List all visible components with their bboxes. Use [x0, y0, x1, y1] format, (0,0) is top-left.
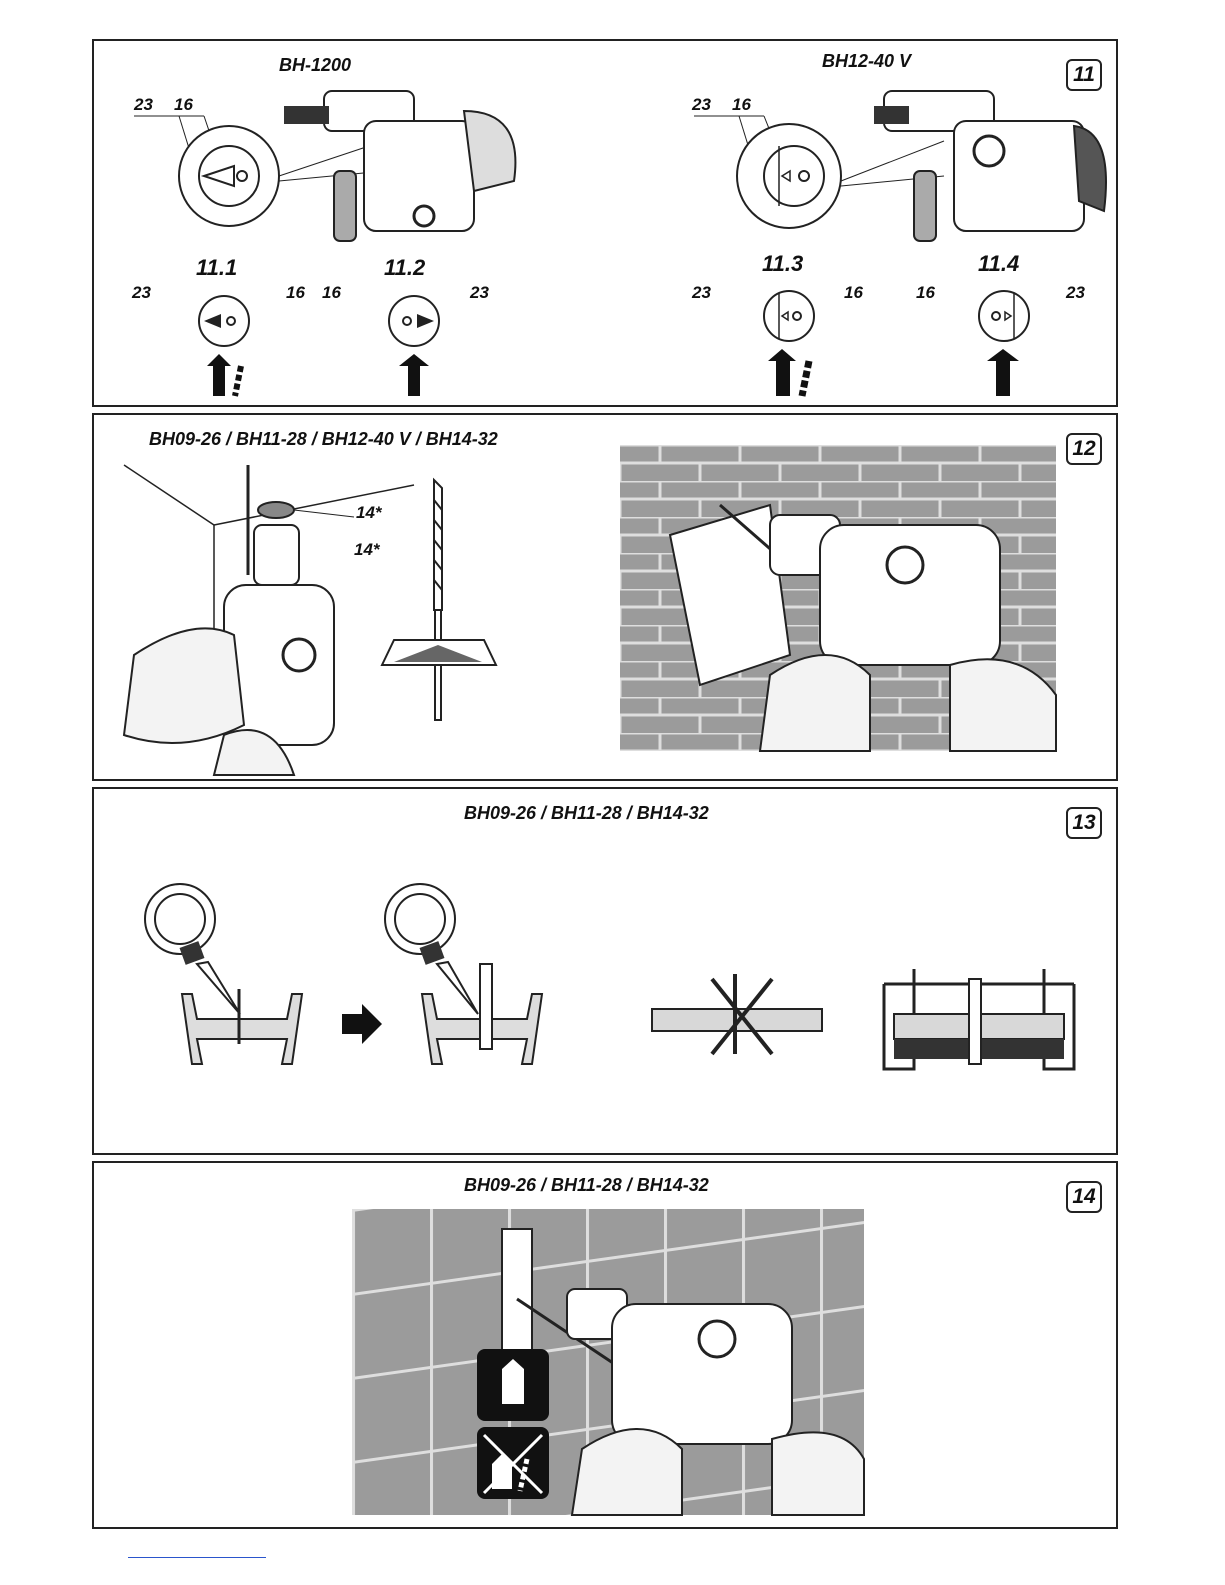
figure-number-badge: 14	[1066, 1181, 1102, 1213]
tile-drilling-illustration	[352, 1209, 864, 1515]
callout-16: 16	[286, 283, 305, 303]
model-label-left: BH-1200	[279, 55, 351, 76]
callout-23: 23	[692, 283, 711, 303]
model-label-right: BH12-40 V	[822, 51, 911, 72]
model-label: BH09-26 / BH11-28 / BH12-40 V / BH14-32	[149, 429, 498, 450]
bh1200-drill-illustration	[124, 101, 544, 251]
subfigure-label-11-3: 11.3	[762, 251, 803, 277]
callout-23: 23	[470, 283, 489, 303]
callout-16: 16	[916, 283, 935, 303]
model-label: BH09-26 / BH11-28 / BH14-32	[464, 1175, 709, 1196]
mode-selector-hammer-only-icon	[949, 291, 1059, 396]
figure-number-badge: 11	[1066, 59, 1102, 91]
wood-drilling-clamped-correct-illustration	[874, 969, 1084, 1079]
figure-number-badge: 12	[1066, 433, 1102, 465]
subfigure-label-11-1: 11.1	[196, 255, 237, 281]
wood-drilling-wrong-illustration	[652, 974, 822, 1064]
mode-selector-hammer-only-icon	[359, 296, 469, 396]
figure-number-badge: 13	[1066, 807, 1102, 839]
subfigure-label-11-2: 11.2	[384, 255, 425, 281]
callout-23: 23	[1066, 283, 1085, 303]
model-label: BH09-26 / BH11-28 / BH14-32	[464, 803, 709, 824]
footer-divider	[128, 1557, 266, 1558]
callout-16: 16	[322, 283, 341, 303]
figure-panel-11: 11 BH-1200 BH12-40 V 23 16 23 16	[92, 39, 1118, 407]
drill-bit-with-dust-cap-illustration	[364, 480, 514, 725]
oiling-metal-beam-illustration	[142, 884, 602, 1084]
bh1240-drill-illustration	[684, 101, 1104, 251]
mode-selector-hammer-drill-icon	[169, 296, 279, 396]
figure-panel-14: 14 BH09-26 / BH11-28 / BH14-32	[92, 1161, 1118, 1529]
wall-drilling-brick-illustration	[620, 445, 1056, 751]
mode-selector-hammer-drill-icon	[734, 291, 844, 396]
figure-panel-12: 12 BH09-26 / BH11-28 / BH12-40 V / BH14-…	[92, 413, 1118, 781]
figure-panel-13: 13 BH09-26 / BH11-28 / BH14-32	[92, 787, 1118, 1155]
callout-23: 23	[132, 283, 151, 303]
callout-16: 16	[844, 283, 863, 303]
subfigure-label-11-4: 11.4	[978, 251, 1019, 277]
